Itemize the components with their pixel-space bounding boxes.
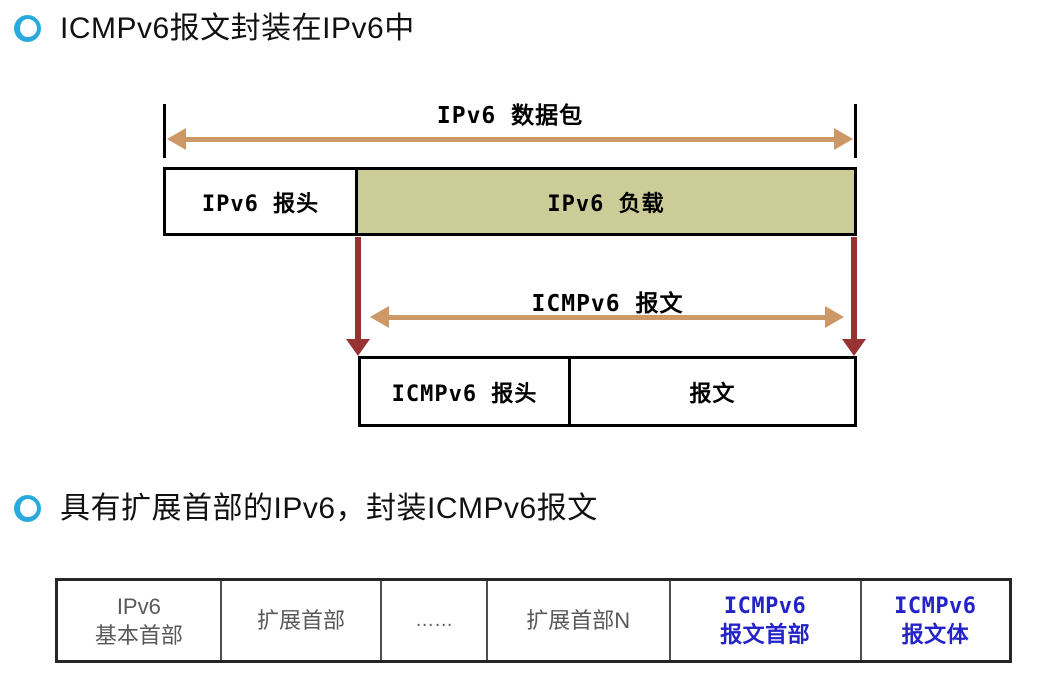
bullet-circle-icon [14, 15, 41, 42]
ipv6-datagram-box: IPv6 报头 IPv6 负载 [163, 167, 857, 236]
table-cell-ellipsis: …… [380, 581, 486, 660]
ipv6-header-cell: IPv6 报头 [166, 170, 358, 233]
table-cell-ipv6-basic-header: IPv6 基本首部 [94, 593, 183, 648]
ipv6-packet-label: IPv6 数据包 [436, 103, 584, 129]
table-cell-icmpv6-message-header: ICMPv6 报文首部 [668, 581, 860, 660]
ipv6-payload-cell: IPv6 负载 [358, 170, 854, 233]
icmpv6-header-cell: ICMPv6 报头 [361, 359, 571, 424]
extension-header-table: IPv6 基本首部 扩展首部 …… 扩展首部N ICMPv6 报文首部 ICMP… [55, 578, 1012, 663]
down-arrow-right-icon [842, 237, 866, 356]
table-cell-icmpv6-message-body: ICMPv6 报文体 [859, 581, 1009, 660]
arrowhead-left-icon [370, 306, 389, 328]
table-cell-extension-header-n: 扩展首部N [485, 581, 669, 660]
table-cell-extension-header: 扩展首部 [219, 581, 381, 660]
icmpv6-message-label: ICMPv6 报文 [531, 291, 684, 317]
arrowhead-left-icon [167, 128, 186, 150]
icmpv6-message-span-arrow [370, 306, 844, 328]
arrowhead-right-icon [834, 128, 853, 150]
icmpv6-message-box: ICMPv6 报头 报文 [358, 356, 857, 427]
bullet-2-text: 具有扩展首部的IPv6，封装ICMPv6报文 [60, 492, 598, 525]
bullet-1-text: ICMPv6报文封装在IPv6中 [60, 12, 415, 45]
left-tick-mark [163, 104, 166, 158]
bullet-item-1: ICMPv6报文封装在IPv6中 [14, 8, 415, 50]
right-tick-mark [854, 104, 857, 158]
arrowhead-right-icon [825, 306, 844, 328]
arrow-line [182, 137, 838, 142]
bullet-item-2: 具有扩展首部的IPv6，封装ICMPv6报文 [14, 488, 598, 530]
down-arrow-left-icon [346, 237, 370, 356]
ipv6-packet-span-arrow [167, 128, 853, 150]
bullet-circle-icon [14, 495, 41, 522]
icmpv6-body-cell: 报文 [689, 381, 736, 407]
arrow-line [385, 315, 829, 320]
